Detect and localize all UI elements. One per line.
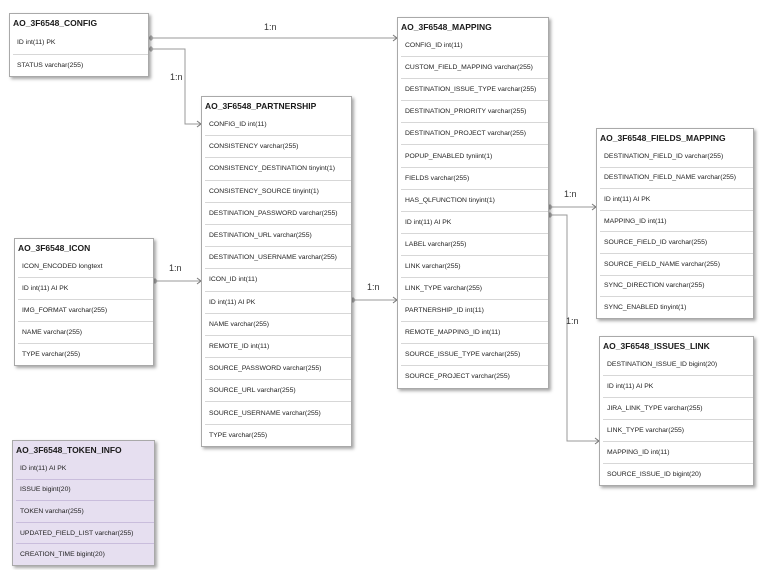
column-row: DESTINATION_FIELD_NAME varchar(255) [600,166,753,189]
column-row: ICON_ID int(11) [205,268,351,290]
column-row: JIRA_LINK_TYPE varchar(255) [603,397,753,419]
column-row: POPUP_ENABLED tyniint(1) [401,144,548,166]
column-row: SOURCE_ISSUE_ID bigint(20) [603,463,753,485]
column-row: CUSTOM_FIELD_MAPPING varchar(255) [401,56,548,78]
column-row: NAME varchar(255) [18,321,153,343]
column-row: ID int(11) AI PK [20,464,67,472]
column-row: DESTINATION_FIELD_ID varchar(255) [604,152,724,160]
column-row: ID int(11) PK [17,39,56,46]
column-row: LABEL varchar(255) [401,232,548,255]
column-row: ID int(11) AI PK [600,188,753,210]
column-row: SOURCE_ISSUE_TYPE varchar(255) [401,343,548,365]
table-icon[interactable]: AO_3F6548_ICON ICON_ENCODED longtext ID in… [14,238,154,366]
relation-cardinality-label: 1:n [170,72,183,82]
table-title: AO_3F6548_TOKEN_INFO [16,445,122,455]
table-mapping[interactable]: AO_3F6548_MAPPING CONFIG_ID int(11) CUSTOM… [397,17,549,389]
column-row: DESTINATION_ISSUE_ID bigint(20) [607,361,718,368]
relation-cardinality-label: 1:n [264,22,277,32]
column-row: DESTINATION_USERNAME varchar(255) [205,246,351,268]
relation-cardinality-label: 1:n [367,282,380,292]
column-row: LINK_TYPE varchar(255) [603,419,753,441]
column-row: SYNC_DIRECTION varchar(255) [600,274,753,297]
column-row: MAPPING_ID int(11) [603,441,753,463]
column-row: CONFIG_ID int(11) [209,121,267,129]
table-partnership[interactable]: AO_3F6548_PARTNERSHIP CONFIG_ID int(11) CO… [201,96,352,447]
table-title: AO_3F6548_ISSUES_LINK [603,341,710,351]
connector-end-marker [148,46,154,52]
table-issues-link[interactable]: AO_3F6548_ISSUES_LINK DESTINATION_ISSUE_I… [599,336,754,486]
column-row: SOURCE_PASSWORD varchar(255) [205,357,351,379]
table-title: AO_3F6548_ICON [18,243,91,253]
column-row: DESTINATION_URL varchar(255) [205,223,351,246]
column-row: DESTINATION_PRIORITY varchar(255) [401,100,548,122]
column-row: STATUS varchar(255) [13,54,148,76]
table-title: AO_3F6548_MAPPING [401,22,492,32]
column-row: PARTNERSHIP_ID int(11) [401,299,548,321]
table-token-info[interactable]: AO_3F6548_TOKEN_INFO ID int(11) AI PK ISSU… [12,440,155,566]
column-row: ID int(11) AI PK [18,277,153,299]
connector-mapping-issues [550,214,599,442]
column-row: REMOTE_ID int(11) [205,334,351,357]
column-row: CREATION_TIME bigint(20) [16,543,154,565]
table-title: AO_3F6548_PARTNERSHIP [205,101,317,111]
column-row: IMG_FORMAT varchar(255) [18,299,153,321]
column-row: SOURCE_URL varchar(255) [205,379,351,401]
table-fields-mapping[interactable]: AO_3F6548_FIELDS_MAPPING DESTINATION_FIEL… [596,128,754,319]
column-row: CONSISTENCY_SOURCE tinyint(1) [205,179,351,202]
column-row: SOURCE_PROJECT varchar(255) [401,365,548,387]
column-row: SOURCE_FIELD_NAME varchar(255) [600,252,753,275]
column-row: DESTINATION_PROJECT varchar(255) [401,122,548,144]
connector-end-marker [148,35,154,41]
column-row: DESTINATION_PASSWORD varchar(255) [205,201,351,224]
column-row: TYPE varchar(255) [205,423,351,446]
column-row: SOURCE_FIELD_ID varchar(255) [600,231,753,253]
table-title: AO_3F6548_CONFIG [13,18,98,28]
column-row: SOURCE_USERNAME varchar(255) [205,401,351,423]
relation-cardinality-label: 1:n [566,316,579,326]
column-row: LINK_TYPE varchar(255) [401,277,548,299]
column-row: TYPE varchar(255) [18,343,153,365]
column-row: FIELDS varchar(255) [401,166,548,189]
connector-config-partnership [150,48,201,125]
column-row: CONSISTENCY_DESTINATION tinyint(1) [205,157,351,179]
column-row: CONSISTENCY varchar(255) [205,135,351,157]
column-row: ISSUE bigint(20) [16,478,154,501]
column-row: LINK varchar(255) [401,254,548,277]
column-row: ID int(11) AI PK [401,210,548,233]
column-row: DESTINATION_ISSUE_TYPE varchar(255) [401,78,548,100]
column-row: CONFIG_ID int(11) [405,42,463,50]
table-config[interactable]: AO_3F6548_CONFIG ID int(11) PK STATUS varc… [9,13,149,77]
column-row: ICON_ENCODED longtext [22,263,103,270]
column-row: TOKEN varchar(255) [16,500,154,522]
table-title: AO_3F6548_FIELDS_MAPPING [600,133,726,143]
relation-cardinality-label: 1:n [169,263,182,273]
column-row: UPDATED_FIELD_LIST varchar(255) [16,521,154,544]
column-row: NAME varchar(255) [205,312,351,335]
column-row: ID int(11) AI PK [205,290,351,313]
column-row: ID int(11) AI PK [603,375,753,397]
column-row: REMOTE_MAPPING_ID int(11) [401,321,548,343]
column-row: MAPPING_ID int(11) [600,209,753,232]
column-row: SYNC_ENABLED tinyint(1) [600,296,753,318]
column-row: HAS_QLFUNCTION tinyint(1) [401,188,548,211]
relation-cardinality-label: 1:n [564,189,577,199]
